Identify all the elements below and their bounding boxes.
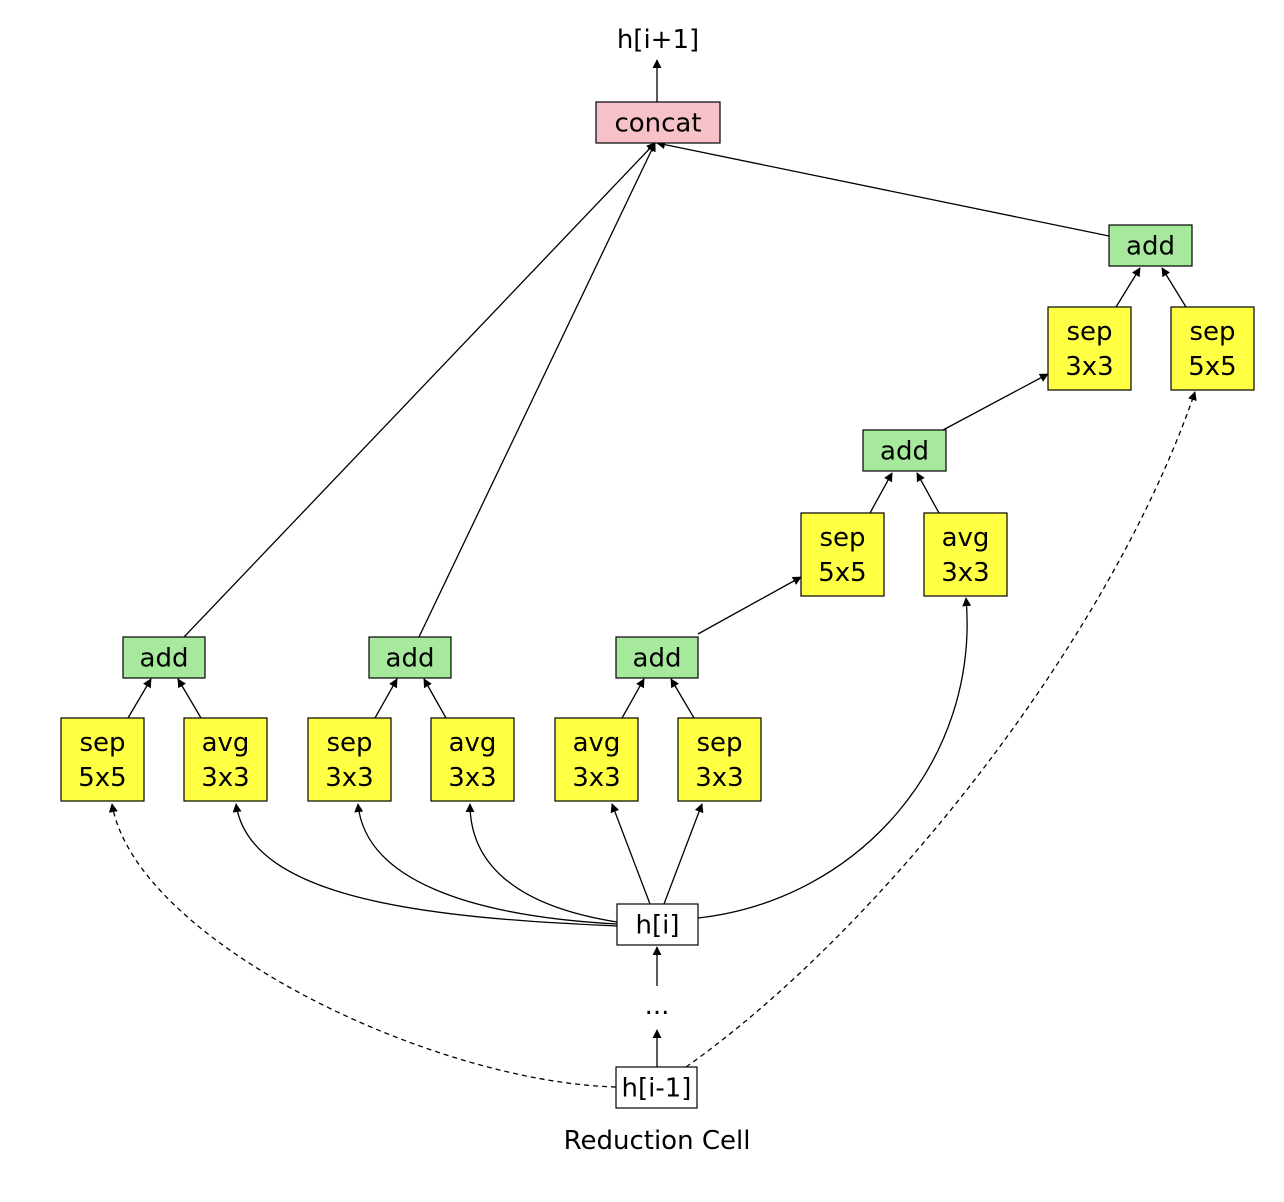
node-box [368, 636, 452, 679]
node-box [800, 512, 885, 597]
edge-hi1-to-op1 [108, 803, 617, 1088]
edge-add1-to-concat [183, 142, 656, 638]
node-label: sep [819, 523, 865, 553]
node-box [554, 717, 639, 802]
node-sep5-m: sep 5x5 [800, 512, 885, 597]
node-label: sep [326, 728, 372, 758]
edges-layer [108, 59, 1197, 1088]
node-op4: avg 3x3 [430, 717, 515, 802]
edge-avg3_m-to-add_m [916, 472, 940, 514]
node-label: 5x5 [78, 763, 126, 793]
edge-hi-to-op3 [354, 803, 618, 925]
node-op6: sep 3x3 [677, 717, 762, 802]
edge-add_m-to-sep3_r [942, 373, 1049, 431]
edge-add_r-to-concat [656, 140, 1110, 237]
edge-op2-to-add1 [177, 678, 202, 719]
node-box [183, 717, 268, 802]
node-label: 3x3 [572, 763, 620, 793]
node-box [1047, 306, 1132, 391]
node-label: h[i] [636, 911, 680, 941]
node-box [60, 717, 145, 802]
node-sep5-r: sep 5x5 [1170, 306, 1255, 391]
ellipsis-label: ... [645, 991, 670, 1021]
node-add-m: add [862, 429, 947, 472]
edge-hi-to-op2 [232, 803, 618, 927]
node-label: add [633, 644, 682, 674]
node-label: 3x3 [941, 558, 989, 588]
node-label: sep [79, 728, 125, 758]
edge-op5-to-add3 [621, 678, 645, 719]
node-label: add [880, 437, 929, 467]
node-box [430, 717, 515, 802]
node-label: 3x3 [1065, 352, 1113, 382]
node-add2: add [368, 636, 452, 679]
node-label: 3x3 [201, 763, 249, 793]
nodes-layer: concat add sep 3x3 sep 5x5 add sep 5x5 avg 3x3 add a… [60, 101, 1255, 1109]
node-box [1108, 224, 1193, 267]
node-box [307, 717, 392, 802]
edge-hi-to-op6 [663, 803, 704, 905]
edge-add2-to-concat [418, 142, 656, 638]
node-sep3-r: sep 3x3 [1047, 306, 1132, 391]
node-label: add [1126, 232, 1175, 262]
node-box [122, 636, 206, 679]
node-add3: add [615, 636, 699, 679]
node-op2: avg 3x3 [183, 717, 268, 802]
edge-hi-to-op4 [465, 803, 618, 923]
edge-hi-to-avg3_m [697, 597, 972, 919]
node-avg3-m: avg 3x3 [923, 512, 1008, 597]
node-label: 3x3 [448, 763, 496, 793]
node-hi: h[i] [616, 903, 699, 946]
node-box [1170, 306, 1255, 391]
node-label: avg [942, 523, 990, 553]
node-op1: sep 5x5 [60, 717, 145, 802]
edge-op6-to-add3 [670, 678, 695, 719]
node-label: sep [696, 728, 742, 758]
edge-op3-to-add2 [374, 678, 398, 719]
node-label: avg [573, 728, 621, 758]
node-label: h[i-1] [622, 1074, 692, 1104]
node-box [615, 636, 699, 679]
node-op3: sep 3x3 [307, 717, 392, 802]
edge-sep5_r-to-add_r [1161, 267, 1187, 308]
node-label: 5x5 [1188, 352, 1236, 382]
node-label: add [140, 644, 189, 674]
node-add-r: add [1108, 224, 1193, 267]
node-label: sep [1189, 317, 1235, 347]
node-label: add [386, 644, 435, 674]
edge-add3-to-sep5_m [697, 576, 802, 635]
edge-sep5_m-to-add_m [869, 472, 893, 514]
node-label: 3x3 [695, 763, 743, 793]
node-op5: avg 3x3 [554, 717, 639, 802]
node-label: avg [202, 728, 250, 758]
node-concat: concat [595, 101, 721, 144]
edge-sep3_r-to-add_r [1115, 267, 1141, 308]
node-box [862, 429, 947, 472]
node-add1: add [122, 636, 206, 679]
node-box [677, 717, 762, 802]
node-hi1: h[i-1] [615, 1066, 698, 1109]
node-box [615, 1066, 698, 1109]
node-box [616, 903, 699, 946]
node-box [595, 101, 721, 144]
node-label: 5x5 [818, 558, 866, 588]
node-box [923, 512, 1008, 597]
node-label: 3x3 [325, 763, 373, 793]
node-label: avg [449, 728, 497, 758]
edge-hi1-to-sep5_r [685, 391, 1197, 1068]
edge-op1-to-add1 [127, 678, 152, 719]
diagram-caption: Reduction Cell [564, 1126, 751, 1156]
edge-hi-to-op5 [610, 803, 651, 905]
node-label: sep [1066, 317, 1112, 347]
edge-op4-to-add2 [423, 678, 447, 719]
node-label: concat [614, 109, 701, 139]
output-label: h[i+1] [617, 25, 699, 55]
